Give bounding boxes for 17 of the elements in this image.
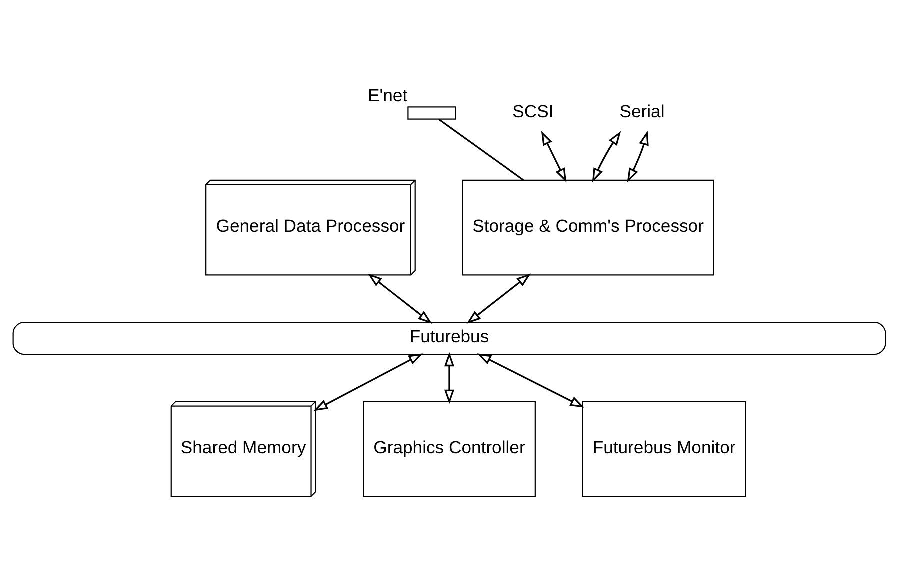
node-box: Futurebus — [12, 322, 886, 356]
arrow — [314, 354, 424, 412]
arrow — [368, 274, 432, 324]
arrow — [477, 354, 585, 408]
node-box: Graphics Controller — [363, 401, 536, 498]
node-box — [408, 106, 456, 120]
node-text: SCSI — [512, 101, 554, 122]
arrow — [466, 274, 531, 324]
arrow — [627, 131, 649, 183]
node-box: Futurebus Monitor — [582, 401, 746, 498]
arrow — [541, 131, 567, 183]
connector — [438, 118, 524, 181]
arrow — [444, 352, 455, 404]
node-box: Storage & Comm's Processor — [462, 180, 714, 276]
arrow — [592, 131, 622, 183]
node-label: E'net — [368, 86, 408, 106]
node-text: Serial — [620, 101, 665, 122]
